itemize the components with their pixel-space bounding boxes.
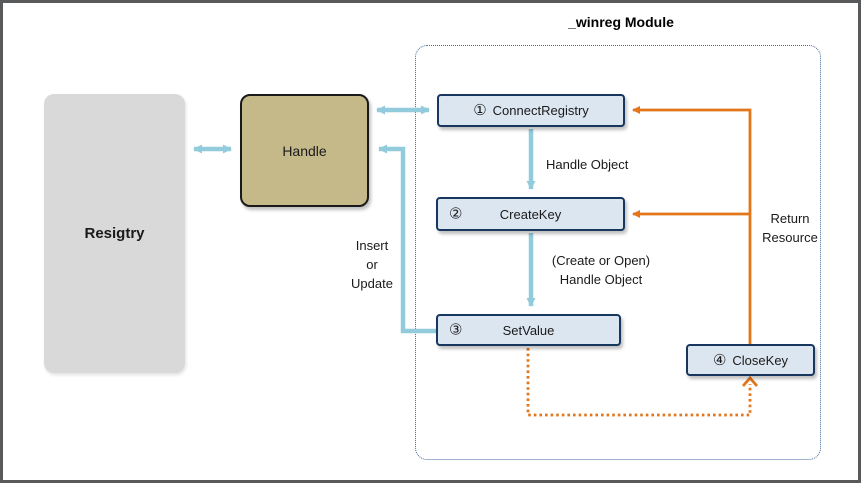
node-registry[interactable]: Resigtry — [44, 94, 185, 373]
step-2-badge: ② — [449, 205, 463, 223]
node-create-key[interactable]: ② CreateKey — [436, 197, 625, 231]
node-set-value[interactable]: ③ SetValue — [436, 314, 621, 346]
node-connect-registry-label: ConnectRegistry — [492, 103, 589, 118]
node-close-key-label: CloseKey — [732, 352, 789, 368]
label-create-or-open-line2: Handle Object — [559, 272, 643, 287]
label-insert-line3: Update — [351, 276, 393, 291]
node-close-key[interactable]: ④ CloseKey — [686, 344, 815, 376]
diagram-title: _winreg Module — [568, 14, 674, 30]
node-create-key-label: CreateKey — [499, 206, 562, 222]
label-create-or-open-line1: (Create or Open) — [551, 253, 651, 268]
node-set-value-label: SetValue — [502, 322, 555, 338]
node-handle[interactable]: Handle — [240, 94, 369, 207]
step-3-badge: ③ — [449, 321, 463, 339]
step-4-badge: ④ — [712, 351, 727, 369]
label-handle-object: Handle Object — [546, 155, 666, 174]
node-registry-label: Resigtry — [84, 225, 145, 242]
label-create-or-open: (Create or Open) Handle Object — [521, 251, 681, 289]
step-1-badge: ① — [473, 102, 487, 119]
label-return-line2: Resource — [762, 230, 818, 245]
label-handle-object-text: Handle Object — [546, 157, 629, 172]
label-insert-line1: Insert — [355, 238, 389, 253]
node-handle-label: Handle — [282, 142, 327, 159]
node-connect-registry[interactable]: ① ConnectRegistry — [437, 94, 625, 127]
label-return-resource: Return Resource — [753, 209, 827, 247]
label-insert-or-update: Insert or Update — [332, 236, 412, 293]
label-insert-line2: or — [366, 257, 378, 272]
label-return-line1: Return — [770, 211, 810, 226]
